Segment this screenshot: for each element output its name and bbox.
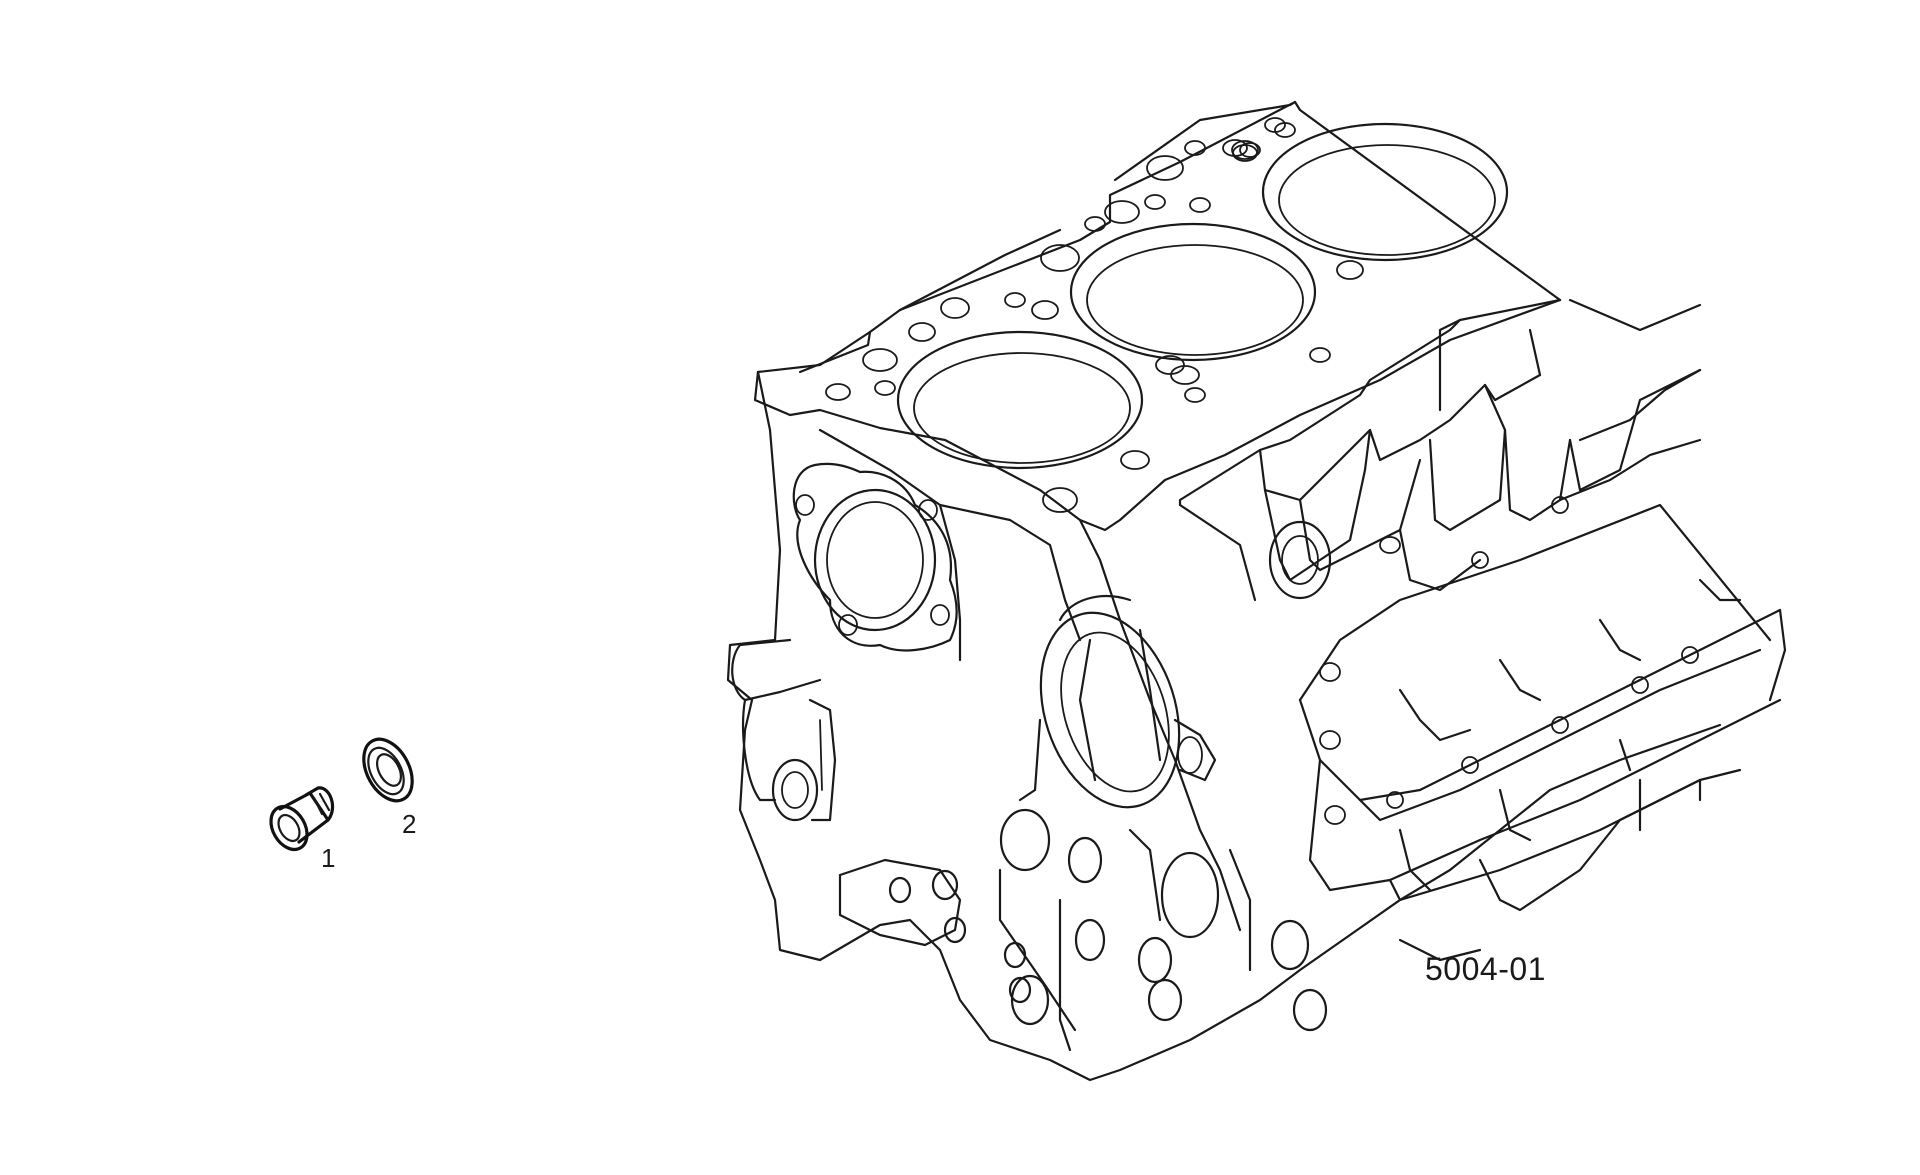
figure-code: 5004-01 (1425, 951, 1546, 987)
part-callout-2: 2 (402, 809, 417, 839)
sealing-washer-icon (362, 737, 414, 803)
engine-cylinder-block-icon (726, 100, 1787, 1082)
part-callout-1: 1 (321, 843, 336, 873)
plug-screw-icon (269, 786, 334, 852)
